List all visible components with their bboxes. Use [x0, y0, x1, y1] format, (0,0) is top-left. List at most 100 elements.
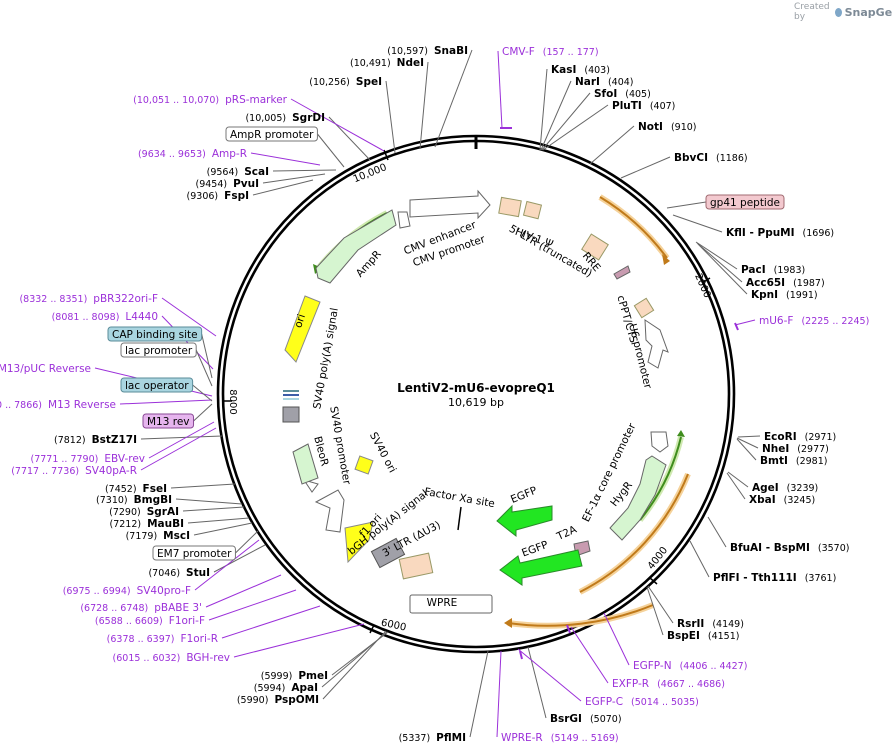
primer-leader-ebv-rev: [148, 421, 215, 459]
callout-leader-cap-binding-site: [201, 333, 213, 379]
site-name: BmtI: [760, 455, 788, 467]
site-label-bstz17i: (7812)BstZ17I: [54, 434, 137, 446]
feature-label-sv40-ori-17: SV40 ori: [367, 430, 398, 475]
site-name: PacI: [741, 264, 766, 276]
primer-labels: CMV-F(157 .. 177)(10,051 .. 10,070)pRS-m…: [0, 46, 869, 744]
site-leader-kasi: [539, 68, 548, 151]
feature-label-ori-21: ori: [292, 313, 308, 330]
feature-label-factor-xa-site-12: Factor Xa site: [423, 486, 495, 510]
primer-position: (7717 .. 7736): [11, 466, 79, 477]
callout-ampr-promoter: AmpR promoter: [225, 126, 318, 142]
site-position: (7290): [109, 507, 141, 518]
site-name: BbvCI: [674, 152, 708, 164]
callout-lac-promoter: lac promoter: [120, 342, 197, 358]
primer-position: (4406 .. 4427): [680, 661, 748, 672]
site-position: (4149): [712, 619, 744, 630]
site-label-sgrai: (7290) SgrAI: [109, 506, 179, 518]
site-label-sgrdi: (10,005)SgrDI: [245, 112, 325, 124]
site-label-apai: (5994)ApaI: [254, 682, 318, 694]
site-label-kfli-ppumi: KflI - PpuMI(1696): [726, 227, 834, 239]
primer-label-mu6-f: mU6-F(2225 .. 2245): [759, 315, 869, 327]
plasmid-size: 10,619 bp: [448, 396, 504, 409]
site-position: (407): [650, 101, 676, 112]
site-position: (3245): [784, 495, 816, 506]
primer-position: (8081 .. 8098): [52, 312, 120, 323]
site-name: FspI: [224, 190, 249, 202]
site-name: BstZ17I: [92, 434, 137, 446]
primer-label-wpre-r: WPRE-R(5149 .. 5169): [501, 732, 619, 744]
site-label-sfoi: SfoI(405): [594, 88, 651, 100]
site-position: (5994): [254, 683, 286, 694]
site-position: (2977): [797, 444, 829, 455]
site-label-agei: AgeI(3239): [752, 482, 818, 494]
site-label-bmti: BmtI(2981): [760, 455, 827, 467]
site-leader-sgrai: [182, 506, 245, 512]
site-leader-pflfi-tth111i: [689, 540, 710, 578]
site-name: NdeI: [397, 57, 424, 69]
primer-name: CMV-F: [502, 46, 535, 58]
primer-name: F1ori-F: [169, 615, 205, 627]
primer-position: (6975 .. 6994): [63, 586, 131, 597]
callout-box: [152, 545, 236, 561]
site-position: (1186): [716, 153, 748, 164]
site-name: BmgBI: [134, 494, 172, 506]
site-name: BfuAI - BspMI: [730, 542, 810, 554]
site-leader-bbvci: [620, 156, 671, 179]
site-leader-noti: [589, 125, 635, 165]
primer-leader-pbabe-3: [205, 574, 282, 608]
primer-label-m13-reverse: (7850 .. 7866)M13 Reverse: [0, 399, 116, 411]
site-position: (7452): [105, 484, 137, 495]
callout-text: AmpR promoter: [230, 129, 314, 141]
site-position: (10,005): [245, 113, 286, 124]
primer-name: pRS-marker: [225, 94, 288, 106]
site-name: SgrAI: [147, 506, 179, 518]
primer-name: mU6-F: [759, 315, 793, 327]
primer-position: (10,051 .. 10,070): [133, 95, 219, 106]
feature-label-egfp-10: EGFP: [509, 485, 539, 506]
site-name: SpeI: [356, 76, 382, 88]
plasmid-name: LentiV2-mU6-evopreQ1: [397, 381, 555, 395]
site-position: (403): [584, 65, 610, 76]
primer-leader-wpre-r: [496, 650, 502, 738]
site-position: (2971): [805, 432, 837, 443]
site-label-snabi: (10,597)SnaBI: [387, 45, 468, 57]
primer-position: (6015 .. 6032): [113, 653, 181, 664]
callout-leader-gp41-peptide: [666, 201, 707, 209]
plasmid-backbone: [216, 134, 736, 654]
site-name: PflMI: [436, 732, 466, 744]
site-label-pluti: PluTI(407): [612, 100, 675, 112]
primer-name: EXFP-R: [612, 678, 649, 690]
site-position: (1991): [786, 290, 818, 301]
site-position: (10,491): [350, 58, 391, 69]
primer-label-egfp-c: EGFP-C(5014 .. 5035): [585, 696, 699, 708]
site-name: BsrGI: [550, 713, 582, 725]
primer-label-sv40pa-r: (7717 .. 7736)SV40pA-R: [11, 465, 137, 477]
site-label-bsrgi: BsrGI(5070): [550, 713, 622, 725]
restriction-site-labels: (10,597)SnaBI(10,491)NdeI(10,256)SpeI(10…: [54, 45, 849, 744]
primer-name: pBABE 3': [154, 602, 202, 614]
site-position: (4151): [708, 631, 740, 642]
primer-label-pbr322ori-f: (8332 .. 8351)pBR322ori-F: [19, 293, 158, 305]
site-leader-acc65i: [696, 242, 743, 283]
site-label-stui: (7046)StuI: [148, 567, 210, 579]
site-leader-snabi: [434, 49, 473, 148]
site-label-kasi: KasI(403): [551, 64, 610, 76]
site-leader-kpni: [697, 243, 748, 295]
primer-name: WPRE-R: [501, 732, 543, 744]
site-label-nari: NarI(404): [575, 76, 634, 88]
site-position: (1983): [774, 265, 806, 276]
primer-label-exfp-r: EXFP-R(4667 .. 4686): [612, 678, 725, 690]
site-name: ScaI: [244, 166, 269, 178]
feature-label-bleor-19: BleoR: [311, 435, 330, 467]
site-leader-bstz17i: [140, 435, 223, 440]
site-leader-bfuai-bspmi: [707, 516, 727, 548]
primer-leader-m13-reverse: [119, 399, 213, 405]
primer-position: (9634 .. 9653): [138, 149, 206, 160]
site-position: (404): [608, 77, 634, 88]
site-leader-ecori: [737, 435, 761, 438]
feature-label-5-ltr-truncated-3: 5' LTR (truncated): [507, 223, 594, 280]
feature-label-wpre-13: WPRE: [427, 597, 458, 609]
callout-box: [225, 126, 318, 142]
site-position: (9306): [187, 191, 219, 202]
